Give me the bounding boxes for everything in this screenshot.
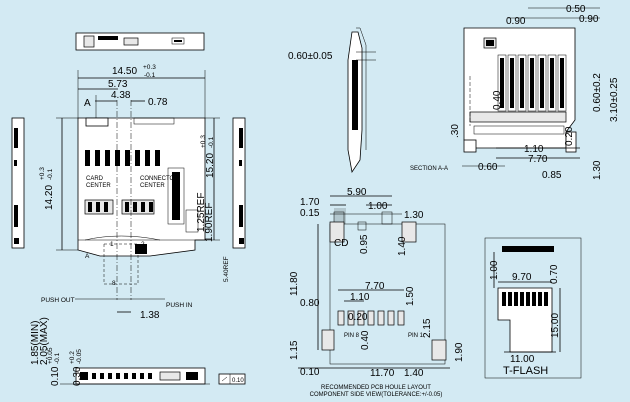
svg-text:1.40: 1.40: [404, 368, 424, 379]
cd-label: CD: [334, 238, 348, 249]
svg-text:0.20: 0.20: [348, 312, 368, 323]
pcb-layout: [298, 195, 450, 369]
svg-text:1: 1: [110, 241, 114, 248]
svg-text:0.60±0.05: 0.60±0.05: [288, 51, 333, 62]
svg-text:1.30: 1.30: [592, 160, 603, 180]
svg-text:1.15: 1.15: [289, 340, 300, 360]
svg-text:1.70: 1.70: [300, 197, 320, 208]
svg-text:-0.1: -0.1: [144, 72, 156, 79]
left-side-view: [11, 117, 25, 249]
svg-text:0.50: 0.50: [566, 4, 586, 15]
svg-text:2.15: 2.15: [422, 318, 433, 338]
main-top-view: [77, 100, 206, 300]
svg-text:5.40REF: 5.40REF: [223, 256, 230, 282]
svg-text:8: 8: [112, 280, 116, 287]
svg-text:0.20: 0.20: [564, 126, 575, 146]
svg-text:0.95: 0.95: [359, 234, 370, 254]
svg-text:1.00: 1.00: [368, 201, 388, 212]
svg-text:+0.2: +0.2: [69, 351, 76, 364]
svg-text:1.10: 1.10: [350, 292, 370, 303]
svg-text:5.73: 5.73: [108, 79, 128, 90]
section-label-a: A: [84, 98, 91, 109]
svg-text:0.85: 0.85: [542, 170, 562, 181]
t-flash-card-view: [484, 237, 582, 379]
flatness-callout: 0.10: [218, 373, 246, 385]
svg-text:7.70: 7.70: [528, 154, 548, 165]
svg-text:1.90REF: 1.90REF: [204, 203, 215, 242]
svg-text:+0.3: +0.3: [39, 167, 46, 180]
svg-text:0.60: 0.60: [478, 162, 498, 173]
svg-text:0.90: 0.90: [506, 16, 526, 27]
contact-pins: [85, 150, 160, 166]
svg-text:4.38: 4.38: [111, 90, 131, 101]
svg-text:+0.05: +0.05: [47, 347, 54, 364]
svg-text:1.25REF: 1.25REF: [196, 193, 207, 232]
svg-text:7.70: 7.70: [365, 281, 385, 292]
svg-text:-0.1: -0.1: [54, 352, 61, 364]
svg-text:1.00: 1.00: [489, 260, 500, 280]
svg-text:1.38: 1.38: [140, 310, 160, 321]
svg-text:-0.1: -0.1: [47, 168, 54, 180]
svg-text:11.80: 11.80: [289, 271, 300, 296]
svg-text:2: 2: [141, 241, 145, 248]
svg-text:0.78: 0.78: [148, 97, 168, 108]
svg-text:9.70: 9.70: [512, 272, 532, 283]
svg-text:0.80: 0.80: [300, 298, 320, 309]
svg-text:0.10: 0.10: [300, 367, 320, 378]
section-a-a-view: [463, 7, 600, 153]
svg-text:0.10: 0.10: [232, 378, 244, 384]
bottom-side-view: [60, 367, 210, 385]
svg-text:11.70: 11.70: [370, 368, 395, 379]
svg-text:5.90: 5.90: [347, 187, 367, 198]
svg-text:+0.3: +0.3: [200, 135, 207, 148]
t-flash-label: T-FLASH: [503, 365, 548, 377]
top-edge-view: [75, 32, 205, 51]
push-out-label: PUSH OUT: [41, 297, 75, 304]
top-view-dimensions: [56, 70, 220, 313]
svg-text:0.10: 0.10: [50, 366, 61, 386]
svg-text:1.30: 1.30: [404, 210, 424, 221]
svg-text:11.00: 11.00: [510, 354, 535, 365]
svg-text:PIN 8: PIN 8: [344, 333, 360, 339]
t-flash-contacts: [502, 292, 548, 306]
svg-text:0.60±0.2: 0.60±0.2: [592, 73, 603, 112]
pcb-caption-line1: RECOMMENDED PCB HOULE LAYOUT: [321, 385, 431, 391]
svg-text:A: A: [85, 253, 90, 260]
svg-text:1.50: 1.50: [405, 286, 416, 306]
svg-text:PIN 1: PIN 1: [408, 333, 424, 339]
svg-text:1.90: 1.90: [454, 342, 465, 362]
svg-text:0.15: 0.15: [300, 208, 320, 219]
pcb-caption-line2: COMPONENT SIDE VIEW(TOLERANCE:+/-0.05): [310, 392, 443, 398]
svg-text:15.00: 15.00: [550, 313, 561, 338]
svg-text:-0.1: -0.1: [208, 136, 215, 148]
section-profile-view: [347, 27, 376, 174]
svg-text:0.40: 0.40: [492, 90, 503, 110]
svg-text:1.10: 1.10: [524, 144, 544, 155]
svg-text:+0.3: +0.3: [143, 64, 156, 71]
section-a-a-label: SECTION A-A: [410, 166, 448, 172]
svg-text:.30: .30: [450, 124, 461, 138]
push-in-label: PUSH IN: [166, 302, 193, 309]
svg-text:-0.05: -0.05: [76, 349, 83, 364]
width-dimension: 14.50: [112, 66, 137, 77]
svg-text:0.40: 0.40: [360, 330, 371, 350]
svg-text:15.20: 15.20: [205, 153, 216, 178]
svg-text:2.05(MAX): 2.05(MAX): [39, 317, 50, 365]
svg-text:3.10±0.25: 3.10±0.25: [609, 77, 620, 122]
svg-text:1.85(MIN): 1.85(MIN): [30, 321, 41, 365]
svg-text:0.30: 0.30: [72, 366, 83, 386]
svg-text:0.90: 0.90: [579, 14, 599, 25]
svg-text:1.40: 1.40: [397, 236, 408, 256]
right-side-view: [232, 117, 246, 249]
pcb-pin-pads: [337, 310, 405, 326]
svg-text:14.20: 14.20: [44, 185, 55, 210]
svg-text:0.70: 0.70: [549, 264, 560, 284]
